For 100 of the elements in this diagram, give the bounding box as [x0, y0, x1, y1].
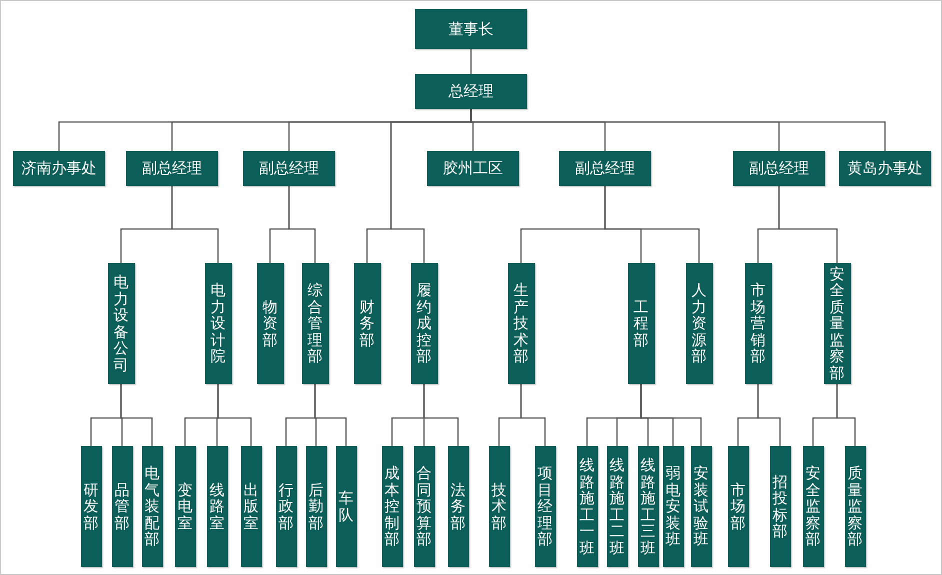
unit-name: 财务部 — [360, 298, 374, 348]
org-unit-box — [415, 9, 527, 49]
org-unit-box — [204, 263, 232, 384]
unit-name: 安全质量监察部 — [830, 266, 844, 382]
org-unit-box — [126, 151, 218, 186]
unit-name: 综合管理部 — [308, 282, 322, 365]
unit-name: 人力资源部 — [692, 282, 706, 365]
connector-line — [470, 49, 472, 74]
org-unit-box — [638, 446, 658, 567]
connector-line — [640, 384, 702, 446]
unit-name: 市场部 — [730, 482, 746, 532]
org-unit-box — [414, 446, 434, 567]
unit-name: 品管部 — [114, 482, 130, 532]
connector-line — [217, 384, 252, 446]
org-unit-box — [488, 446, 510, 567]
connector-line — [314, 384, 347, 446]
unit-name: 车队 — [338, 490, 354, 523]
org-unit-box — [108, 263, 134, 384]
unit-name: 副总经理 — [749, 159, 809, 178]
org-unit-box — [802, 446, 824, 567]
org-unit-box — [206, 446, 228, 567]
org-unit-box — [686, 263, 712, 384]
unit-name: 履约成控部 — [416, 282, 432, 365]
unit-name: 线路施工三班 — [640, 457, 656, 556]
unit-name: 副总经理 — [259, 159, 319, 178]
org-unit-box — [112, 446, 132, 567]
connector-line — [120, 384, 153, 446]
org-unit-box — [240, 446, 262, 567]
unit-name: 行政部 — [278, 482, 294, 532]
unit-name: 研发部 — [84, 482, 98, 532]
unit-name: 物资部 — [262, 298, 278, 348]
org-unit-box — [733, 151, 825, 186]
connector-line — [423, 384, 459, 446]
org-unit-box — [80, 446, 102, 567]
unit-name: 总经理 — [448, 82, 494, 101]
unit-name: 副总经理 — [142, 159, 202, 178]
unit-name: 成本控制部 — [384, 465, 400, 548]
unit-name: 电力设备公司 — [114, 274, 128, 373]
org-unit-box — [690, 446, 712, 567]
unit-name: 出版室 — [244, 482, 258, 532]
unit-name: 安全监察部 — [806, 465, 820, 548]
unit-name: 合同预算部 — [416, 465, 432, 548]
unit-name: 电力设计院 — [210, 282, 226, 365]
unit-name: 项目经理部 — [538, 465, 552, 548]
org-unit-box — [13, 151, 105, 186]
unit-name: 济南办事处 — [22, 159, 96, 178]
org-unit-box — [744, 263, 772, 384]
connector-line — [288, 186, 316, 263]
unit-name: 招投标部 — [772, 474, 788, 540]
connector-line — [520, 384, 546, 446]
org-unit-box — [354, 263, 380, 384]
org-unit-box — [427, 151, 519, 186]
org-unit-box — [410, 263, 438, 384]
connector-line — [390, 109, 472, 263]
unit-name: 生产技术部 — [514, 282, 528, 365]
org-unit-box — [559, 151, 651, 186]
connector-line — [778, 186, 838, 263]
unit-name: 董事长 — [448, 20, 494, 38]
org-unit-box — [824, 263, 850, 384]
org-unit-box — [415, 74, 527, 109]
org-unit-box — [534, 446, 556, 567]
connector-line — [757, 384, 781, 446]
org-unit-box — [448, 446, 468, 567]
unit-name: 线路施工二班 — [610, 457, 624, 556]
org-unit-box — [576, 446, 598, 567]
org-unit-box — [662, 446, 684, 567]
unit-name: 电气装配部 — [144, 465, 160, 548]
unit-name: 安装试验班 — [694, 465, 708, 548]
org-unit-box — [306, 446, 326, 567]
unit-name: 黄岛办事处 — [848, 159, 922, 178]
org-unit-box — [508, 263, 534, 384]
unit-name: 线路室 — [210, 482, 224, 532]
unit-name: 质量监察部 — [848, 465, 862, 548]
unit-name: 胶州工区 — [443, 159, 503, 178]
org-unit-box — [382, 446, 402, 567]
unit-name: 市场营销部 — [750, 282, 766, 365]
unit-name: 变电室 — [178, 482, 192, 532]
org-unit-box — [728, 446, 748, 567]
org-unit-box — [844, 446, 866, 567]
unit-name: 弱电安装班 — [666, 465, 680, 548]
unit-name: 线路施工一班 — [580, 457, 594, 556]
org-unit-box — [770, 446, 790, 567]
unit-name: 后勤部 — [308, 482, 324, 532]
org-unit-box — [174, 446, 196, 567]
unit-name: 副总经理 — [575, 159, 635, 178]
unit-name: 技术部 — [492, 482, 506, 532]
unit-name: 法务部 — [450, 482, 466, 532]
org-unit-box — [839, 151, 931, 186]
connector-line — [171, 186, 219, 263]
org-unit-box — [243, 151, 335, 186]
org-unit-box — [302, 263, 328, 384]
connector-line — [604, 186, 700, 263]
org-unit-box — [276, 446, 296, 567]
unit-name: 工程部 — [634, 298, 648, 348]
org-unit-box — [628, 263, 654, 384]
org-unit-box — [606, 446, 628, 567]
org-unit-box — [142, 446, 162, 567]
org-unit-box — [336, 446, 356, 567]
org-unit-box — [256, 263, 284, 384]
connector-line — [836, 384, 856, 446]
